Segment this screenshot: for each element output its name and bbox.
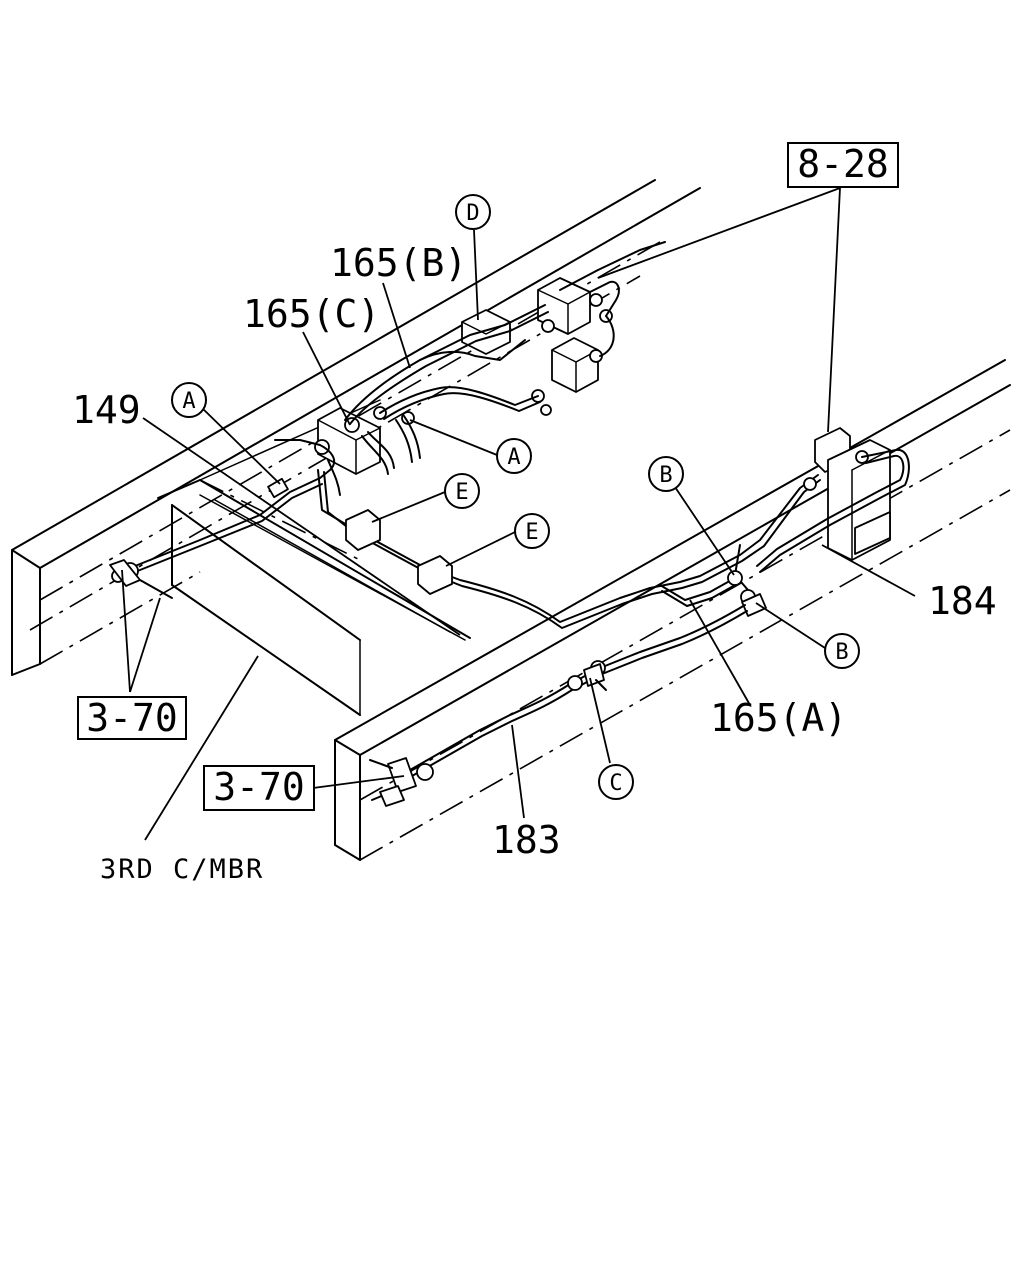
right-frame-rail bbox=[334, 359, 1011, 861]
svg-text:E: E bbox=[455, 480, 468, 505]
svg-text:A: A bbox=[182, 389, 195, 414]
right-rail-bracket bbox=[803, 427, 891, 561]
part-183-label: 183 bbox=[492, 818, 561, 862]
pipe-149 bbox=[129, 439, 336, 575]
left-valve-bracket bbox=[314, 406, 421, 496]
ref-3-70-bottom-label: 3-70 bbox=[213, 765, 305, 809]
ref-box-3-70-left: 3-70 bbox=[77, 696, 187, 740]
main-diagonal-line bbox=[317, 469, 821, 629]
ref-8-28-label: 8-28 bbox=[797, 142, 889, 186]
part-184-label: 184 bbox=[928, 579, 997, 623]
part-165c-label: 165(C) bbox=[243, 292, 380, 336]
ref-3-70-left-label: 3-70 bbox=[86, 696, 178, 740]
left-fittings bbox=[109, 559, 173, 599]
callout-e-upper: E bbox=[444, 473, 480, 509]
pipe-183 bbox=[409, 604, 748, 777]
part-165a-label: 165(A) bbox=[710, 696, 847, 740]
callout-b-upper: B bbox=[648, 456, 684, 492]
svg-text:B: B bbox=[835, 640, 848, 665]
bottom-fittings bbox=[369, 757, 434, 807]
callout-e-lower: E bbox=[514, 513, 550, 549]
svg-text:B: B bbox=[659, 463, 672, 488]
pipe-to-right-valve bbox=[559, 241, 666, 357]
pipe-165a bbox=[659, 570, 767, 617]
leader-lines bbox=[121, 187, 916, 841]
callout-b-lower: B bbox=[824, 633, 860, 669]
callout-a-upper: A bbox=[171, 382, 207, 418]
third-crossmember bbox=[157, 399, 471, 716]
callout-a-lower: A bbox=[496, 438, 532, 474]
callout-c: C bbox=[598, 764, 634, 800]
part-149-label: 149 bbox=[72, 388, 141, 432]
svg-text:C: C bbox=[609, 771, 622, 796]
svg-text:A: A bbox=[507, 445, 520, 470]
ref-box-3-70-bottom: 3-70 bbox=[203, 765, 315, 811]
ref-box-8-28: 8-28 bbox=[787, 142, 899, 188]
svg-text:E: E bbox=[525, 520, 538, 545]
pipe-165b bbox=[344, 304, 549, 425]
svg-text:D: D bbox=[466, 201, 479, 226]
relay-valve-assembly bbox=[461, 277, 613, 416]
pipe-165c bbox=[379, 386, 541, 420]
callout-d: D bbox=[455, 194, 491, 230]
part-165b-label: 165(B) bbox=[330, 241, 467, 285]
third-crossmember-label: 3RD C/MBR bbox=[100, 854, 264, 885]
